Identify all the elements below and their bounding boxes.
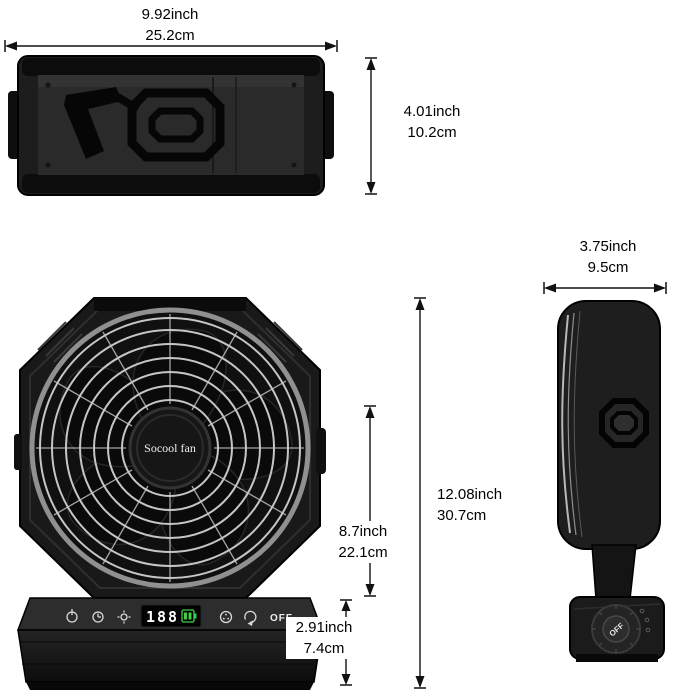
top-view-screw <box>45 82 51 88</box>
dim-arrowhead-up <box>366 58 376 70</box>
dim-top-height-inch: 4.01inch <box>403 103 461 120</box>
front-corner-vents <box>37 321 303 363</box>
dim-arrowhead-left <box>544 283 556 293</box>
side-neck <box>591 544 637 600</box>
top-view-screw <box>291 82 297 88</box>
fan-speed-icon <box>219 610 233 624</box>
front-head: Socool fan <box>14 297 326 599</box>
led-display: 188 <box>140 604 202 628</box>
dim-arrowhead-down <box>415 676 425 688</box>
panel-off-label: OFF <box>270 613 293 624</box>
side-grille-edge <box>561 314 571 534</box>
dim-arrow-side-width <box>543 282 667 294</box>
fan-side-view: OFF <box>557 300 665 662</box>
fan-top-view <box>8 55 334 196</box>
dim-base-height-inch: 2.91inch <box>295 619 353 636</box>
dim-arrow-top-height <box>365 57 377 195</box>
dim-arrowhead-up <box>415 298 425 310</box>
dim-arrowhead-up <box>365 406 375 418</box>
side-grille-edge-2 <box>567 312 577 536</box>
dim-arrow-head-height <box>364 405 376 597</box>
dim-top-height-cm: 10.2cm <box>407 124 457 141</box>
base-bottom-lip <box>26 682 314 690</box>
side-grille-edge-3 <box>573 310 583 538</box>
front-head-top-band <box>94 298 246 311</box>
power-icon <box>66 609 78 623</box>
side-pivot-knob <box>599 398 649 448</box>
top-view-top-band <box>22 58 320 76</box>
dim-label-base-height: 2.91inch 7.4cm <box>286 617 362 659</box>
side-knob-mini-icon <box>644 617 650 623</box>
dim-arrowhead-down <box>365 584 375 596</box>
dim-arrow-top-width <box>4 40 338 52</box>
led-display-value: 188 <box>146 608 179 626</box>
dim-arrow-total-height <box>414 297 426 689</box>
handle-link <box>111 91 141 113</box>
dim-label-total-height: 12.08inch 30.7cm <box>437 484 522 526</box>
dim-head-height-inch: 8.7inch <box>338 523 388 540</box>
front-base: 188 OF <box>16 597 324 690</box>
dim-top-width-inch: 9.92inch <box>141 6 199 23</box>
front-left-pivot <box>14 434 22 470</box>
oscillation-icon <box>244 610 257 626</box>
side-base: OFF <box>569 596 665 662</box>
dim-label-head-height: 8.7inch 22.1cm <box>321 521 405 563</box>
dim-side-width-cm: 9.5cm <box>587 259 629 276</box>
grille-rim <box>29 307 311 589</box>
dim-label-top-width: 9.92inch 25.2cm <box>55 4 285 46</box>
dim-label-top-height: 4.01inch 10.2cm <box>387 101 477 143</box>
brand-label: Socool fan <box>144 441 196 455</box>
hub: Socool fan <box>128 406 212 490</box>
dim-arrowhead-down <box>341 674 351 685</box>
front-right-knob <box>316 428 326 474</box>
grille-rings <box>39 317 301 579</box>
dim-head-height-cm: 22.1cm <box>338 544 388 561</box>
dim-total-height-inch: 12.08inch <box>437 486 503 503</box>
battery-icon <box>181 609 197 623</box>
top-view-body <box>8 55 334 196</box>
handle-octagon-outer <box>127 88 225 162</box>
side-knob-mini-icon <box>639 608 645 614</box>
fan-front-view: Socool fan 188 <box>14 297 326 690</box>
light-icon <box>117 610 131 624</box>
top-view-screw <box>291 162 297 168</box>
dim-arrowhead-left <box>5 41 17 51</box>
top-view-bottom-band <box>22 174 320 193</box>
top-view-panel-highlight <box>38 75 304 87</box>
control-panel: 188 OF <box>66 604 293 628</box>
clock-icon <box>92 611 104 623</box>
dim-label-side-width: 3.75inch 9.5cm <box>553 236 663 278</box>
top-view-folded-handle <box>64 87 225 162</box>
dim-side-width-inch: 3.75inch <box>579 238 637 255</box>
base-front-face <box>17 629 323 683</box>
dim-top-width-cm: 25.2cm <box>145 27 195 44</box>
dim-total-height-cm: 30.7cm <box>437 507 487 524</box>
dim-arrowhead-right <box>325 41 337 51</box>
side-control-knob: OFF <box>591 604 651 654</box>
top-view-screw <box>45 162 51 168</box>
dim-arrowhead-down <box>366 182 376 194</box>
side-knob-mini-icon <box>645 627 651 633</box>
side-knob-ticks <box>592 605 640 653</box>
dim-arrowhead-right <box>654 283 666 293</box>
dim-base-height-cm: 7.4cm <box>303 640 345 657</box>
handle-octagon-inner <box>148 107 204 143</box>
front-head-inner-edge <box>29 307 311 589</box>
handle-arm <box>64 87 122 159</box>
side-base-bottom <box>576 654 658 662</box>
dim-arrowhead-up <box>341 600 351 611</box>
side-head <box>557 300 661 550</box>
